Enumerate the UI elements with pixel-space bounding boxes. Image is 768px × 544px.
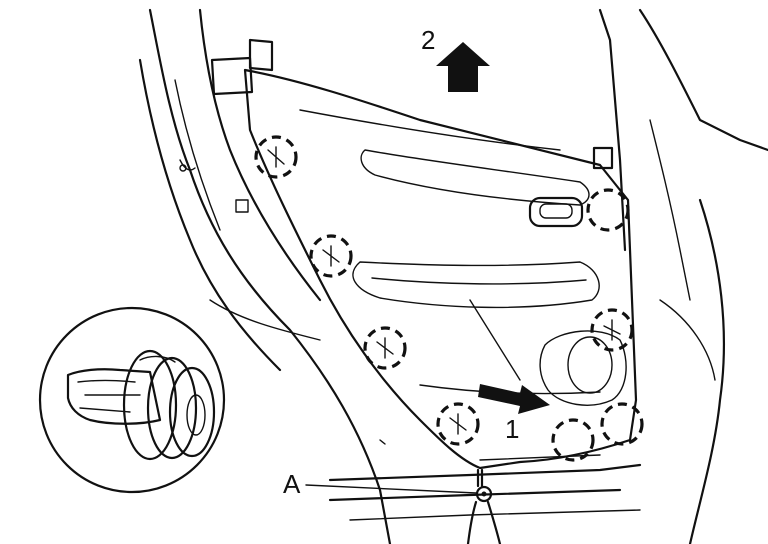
clip-location xyxy=(254,135,298,179)
callout-a-leader xyxy=(305,468,502,544)
callout-a-label: A xyxy=(283,469,301,499)
clip-locations xyxy=(254,135,644,462)
arrow-up-icon xyxy=(436,42,490,92)
clip-location xyxy=(309,234,353,278)
vehicle-body-outline xyxy=(138,8,768,544)
step-1-label: 1 xyxy=(505,414,519,444)
step-2-label: 2 xyxy=(421,25,435,55)
window-frame-sections xyxy=(210,38,614,170)
clip-location xyxy=(551,418,595,462)
arrow-down-right-icon xyxy=(478,384,550,414)
clip-location xyxy=(363,326,407,370)
clip-location xyxy=(600,402,644,446)
clip-detail-inset xyxy=(38,306,226,494)
clip-location xyxy=(586,188,630,232)
clip-location xyxy=(590,308,634,352)
door-trim-panel xyxy=(243,68,638,470)
clip-location xyxy=(436,402,480,446)
